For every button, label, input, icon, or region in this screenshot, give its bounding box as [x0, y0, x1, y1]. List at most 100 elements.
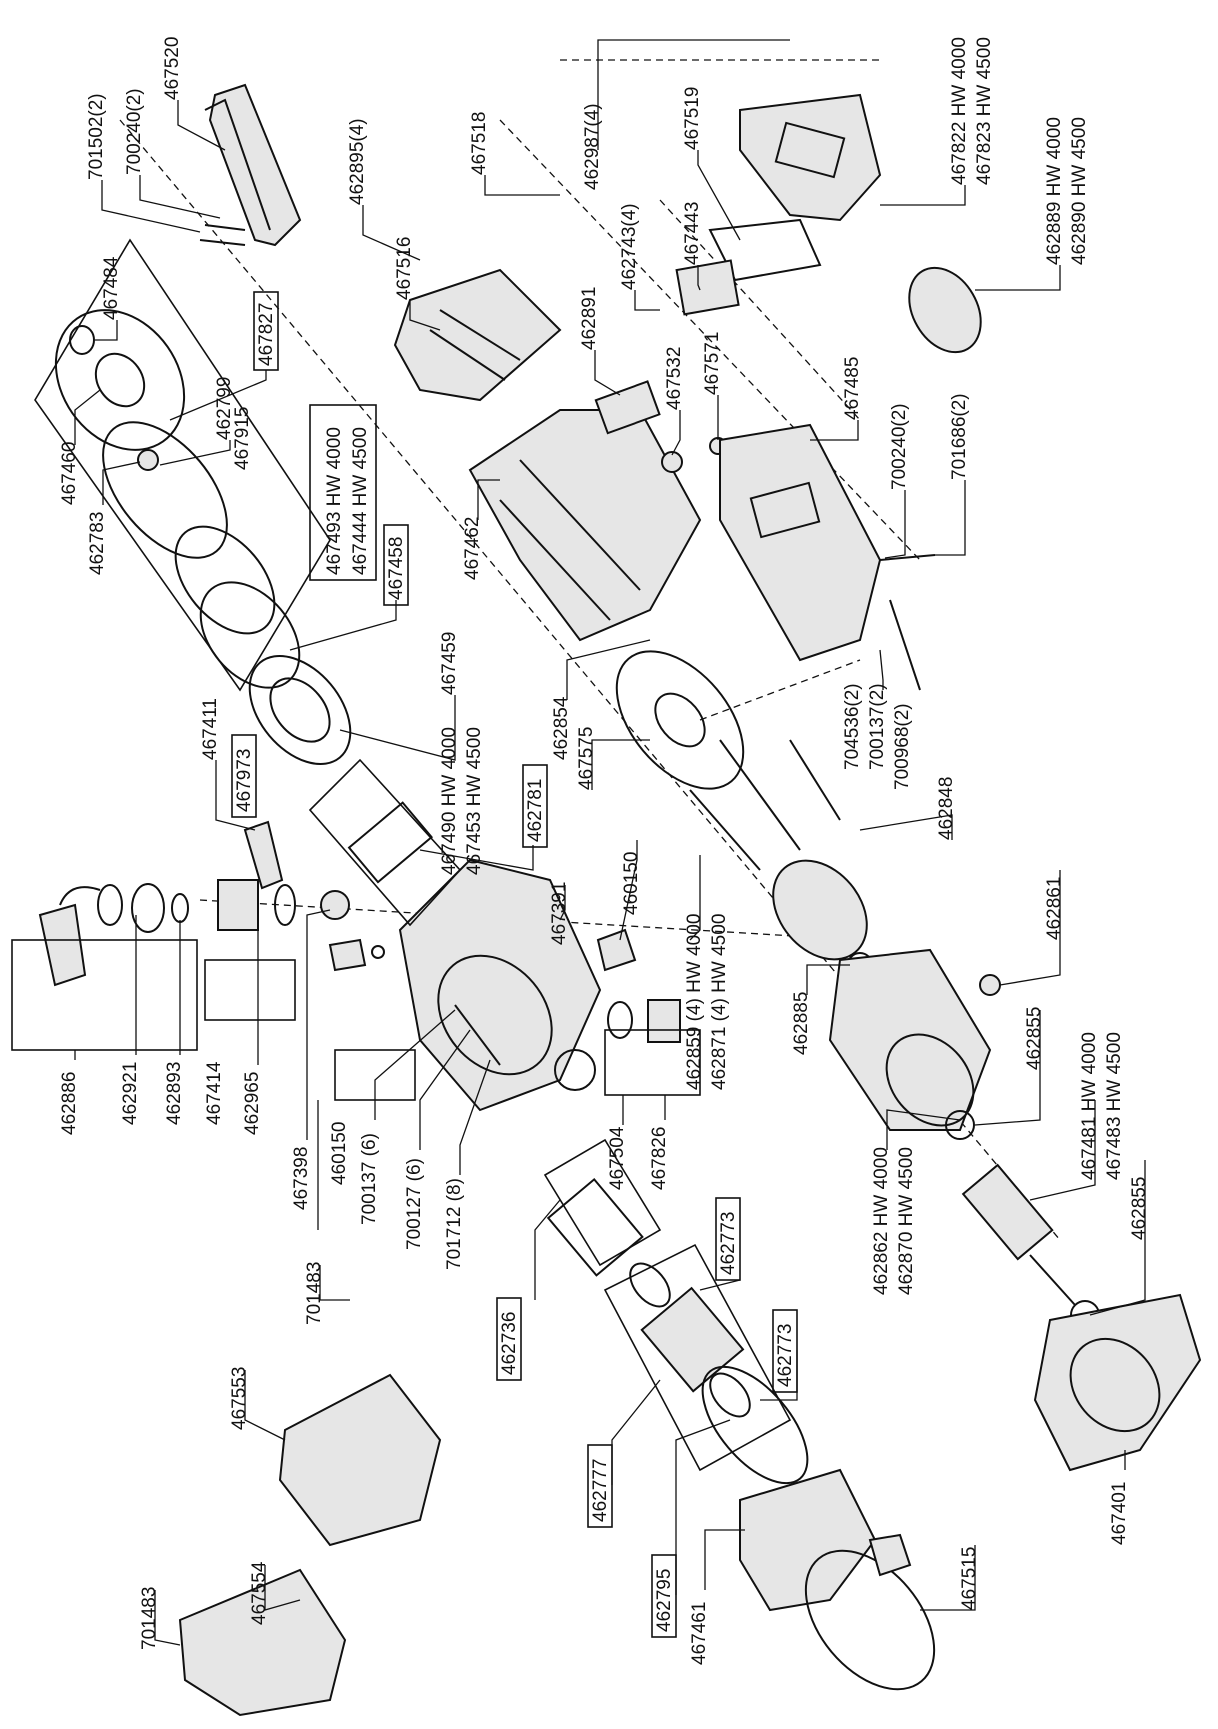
part-label: 701712 (8)	[444, 1178, 465, 1270]
part-label-boxed: 462777	[590, 1459, 611, 1522]
upper-axis-line	[499, 119, 921, 561]
box-462777	[587, 1444, 613, 1528]
terminal-box-part	[719, 423, 882, 662]
rod-axis-line	[699, 659, 861, 721]
leader	[1029, 1100, 1096, 1201]
pump-housing-part	[739, 1468, 877, 1612]
box-462781	[522, 764, 548, 848]
part-label: 467519	[682, 87, 703, 150]
tie-rod-part	[719, 739, 801, 851]
filter-lid-hub	[94, 352, 146, 408]
screw-part	[889, 599, 921, 691]
leader	[699, 1279, 741, 1291]
valve-group-box	[204, 959, 296, 1021]
leader	[760, 1350, 798, 1401]
part-label: 462987(4)	[582, 103, 603, 190]
adapter-group-box	[604, 1029, 701, 1096]
part-label: 467515	[959, 1547, 980, 1610]
leader	[534, 1199, 561, 1300]
adapter-part	[647, 999, 681, 1043]
parts	[38, 83, 1202, 1717]
control-cover-part	[739, 93, 882, 222]
leader	[974, 1010, 1041, 1126]
box-462773a	[715, 1197, 741, 1281]
part-label: 467481 HW 4000	[1079, 1032, 1100, 1180]
part-label: 467504	[607, 1126, 628, 1190]
leader	[619, 840, 638, 941]
pcb-part	[675, 259, 740, 316]
part-label: 462891	[579, 287, 600, 350]
part-label: 467485	[842, 357, 863, 420]
filter-group-box	[34, 238, 331, 692]
leader	[177, 100, 226, 151]
part-label: 700968(2)	[892, 703, 913, 790]
leader	[374, 1009, 456, 1120]
part-label: 460150	[621, 852, 642, 915]
leader	[215, 760, 256, 831]
part-label: 701502(2)	[86, 93, 107, 180]
stator-bore	[885, 1033, 975, 1127]
part-label: 462855	[1129, 1177, 1150, 1240]
group-boxes	[11, 238, 798, 1638]
plug-washer	[371, 945, 385, 959]
stator-part	[828, 948, 992, 1131]
leader	[289, 600, 397, 651]
cover-part	[278, 1373, 442, 1547]
gasket-part	[709, 1372, 751, 1418]
leader	[634, 290, 660, 311]
plug-part	[596, 928, 637, 972]
fan-cover-part	[393, 268, 562, 402]
check-valve-part	[217, 879, 259, 931]
control-window	[774, 121, 846, 179]
tie-rod-part	[689, 789, 761, 871]
fan-cover-grille	[439, 309, 521, 361]
leader	[689, 855, 701, 941]
part-label-boxed: 467493 HW 4000	[324, 427, 345, 575]
leader	[419, 845, 534, 871]
shroud-rib	[519, 459, 641, 591]
part-label: 467391	[549, 882, 570, 945]
part-label: 462848	[936, 777, 957, 840]
leader	[459, 1059, 491, 1175]
suction-group-box	[11, 939, 198, 1051]
part-label: 467826	[649, 1127, 670, 1190]
stage-ring-part	[248, 654, 352, 766]
leader	[975, 265, 1061, 291]
terminal-block-part	[594, 380, 661, 435]
part-label: 462855	[1024, 1007, 1045, 1070]
part-label-boxed: 467973	[234, 749, 255, 812]
part-label: 467453 HW 4500	[464, 727, 485, 875]
end-shield-part	[1033, 1293, 1202, 1472]
part-label: 462862 HW 4000	[871, 1147, 892, 1295]
leader	[671, 410, 681, 456]
part-label: 467411	[200, 698, 221, 760]
part-label: 462890 HW 4500	[1069, 117, 1090, 265]
leader	[559, 885, 566, 921]
part-label: 701483	[139, 1587, 160, 1650]
part-label: 467490 HW 4000	[439, 727, 460, 875]
leader	[810, 420, 859, 441]
leader-lines	[74, 39, 1146, 1646]
part-label: 467520	[162, 37, 183, 100]
part-label: 701483	[304, 1262, 325, 1325]
part-labels: 701502(2) 700240(2) 467520 462895(4) 467…	[59, 37, 1150, 1665]
part-label: 467459	[439, 632, 460, 695]
handle-edge	[204, 98, 271, 231]
mech-seal-part	[546, 1177, 644, 1277]
leader	[880, 185, 966, 206]
part-label: 462743(4)	[619, 203, 640, 290]
leader	[159, 440, 231, 466]
oring-part	[701, 1365, 809, 1485]
filter-lid-part	[54, 309, 186, 451]
box-467493	[309, 404, 377, 581]
box-467973	[231, 734, 257, 818]
leader	[477, 479, 500, 520]
part-label: 700137(2)	[867, 683, 888, 770]
leader	[244, 1370, 286, 1441]
leader	[362, 205, 421, 261]
part-label: 467483 HW 4500	[1104, 1032, 1125, 1180]
leader	[101, 180, 201, 233]
part-label: 462854	[551, 696, 572, 760]
leader	[264, 1565, 301, 1611]
part-label: 467516	[394, 237, 415, 300]
